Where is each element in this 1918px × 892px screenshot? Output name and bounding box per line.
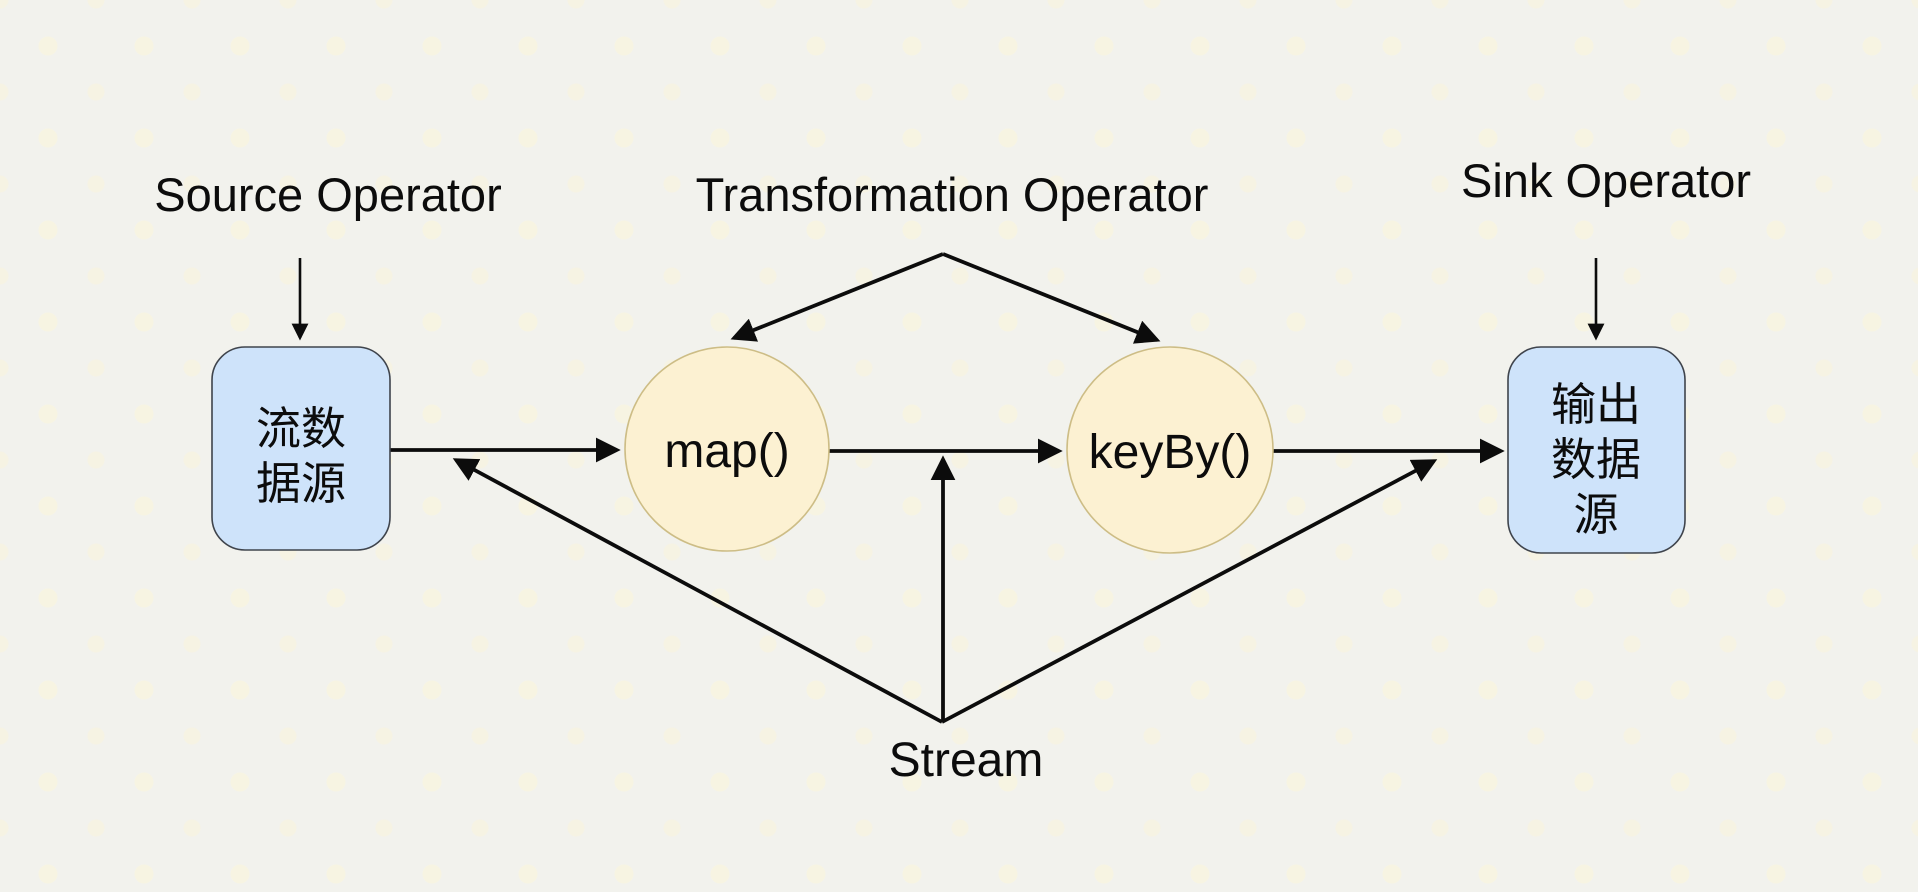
- source-node-text-line1: 流数: [256, 403, 346, 454]
- map-node: [624, 346, 830, 552]
- keyby-node: [1066, 346, 1274, 554]
- sink-operator-label: Sink Operator: [1461, 154, 1751, 207]
- stream-label: Stream: [889, 734, 1044, 787]
- map-node-label: map(): [664, 425, 789, 478]
- sink-node: [1507, 346, 1686, 554]
- source-node-text-line2: 据源: [256, 458, 346, 509]
- source-node: [211, 346, 391, 551]
- keyby-node-label: keyBy(): [1089, 426, 1252, 479]
- sink-node-text-line2: 数据: [1551, 434, 1641, 485]
- source-operator-label: Source Operator: [154, 168, 501, 221]
- arrow-stream-label-to-source-edge: [452, 458, 943, 724]
- arrow-stream-label-to-sink-edge: [941, 459, 1438, 724]
- arrow-transformation-label-to-map-node: [730, 252, 944, 342]
- arrow-transformation-label-to-keyby-node: [942, 252, 1161, 344]
- sink-node-text-line3: 源: [1573, 489, 1618, 540]
- transformation-operator-label: Transformation Operator: [696, 168, 1209, 221]
- sink-node-text-line1: 输出: [1551, 379, 1641, 430]
